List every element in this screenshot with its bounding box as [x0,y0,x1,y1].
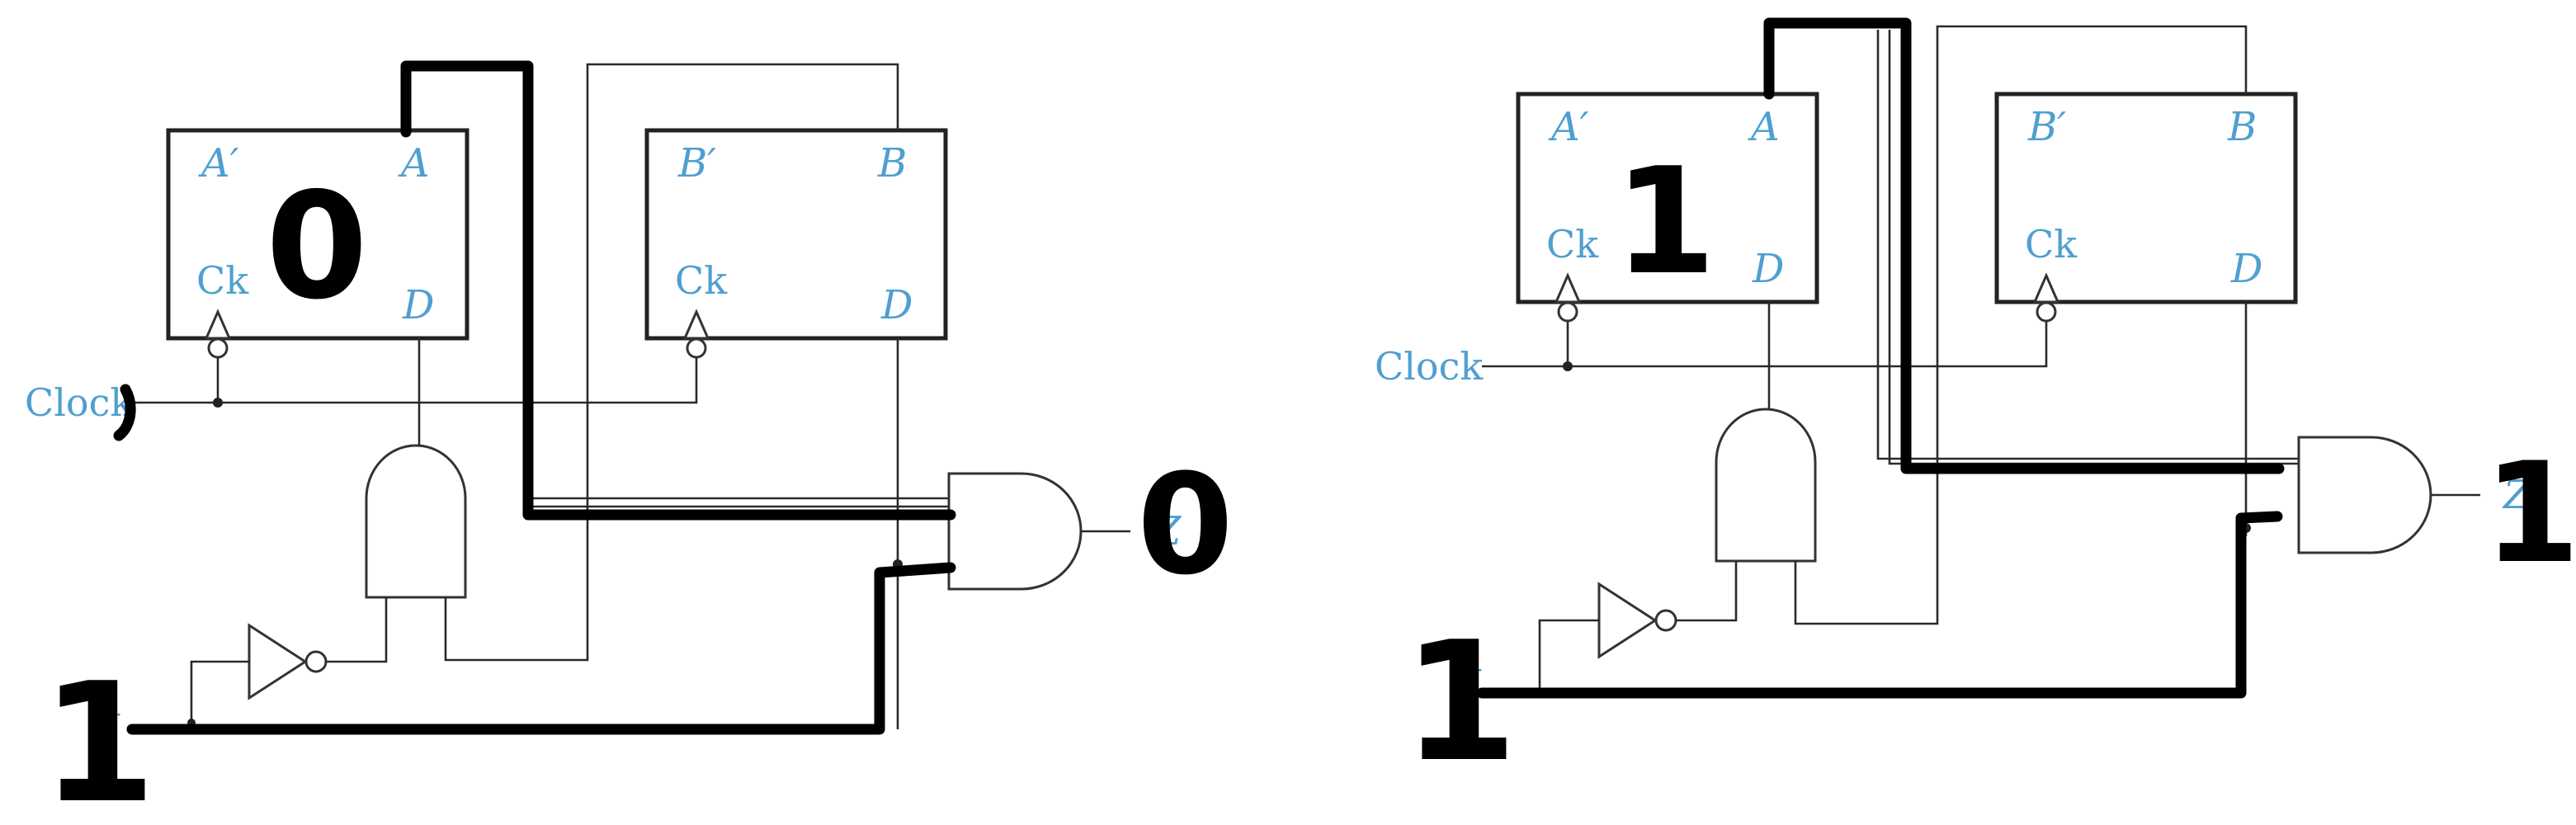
left-ff-a-out-pos: A [398,140,430,186]
left-clock-wire [125,357,698,404]
left-ff-b-clock-bubble [686,337,707,359]
left-inverter [248,623,308,700]
left-ink-a-path [400,60,956,521]
left-ink-x-path [126,562,956,735]
left-wire-x-to-inverter [190,660,249,723]
right-ff-b-clk-label: Ck [2025,222,2078,266]
right-ff-b-box [1994,92,2298,304]
left-wire-inverter-to-and [326,597,388,663]
left-and-gate-z [947,472,1083,591]
right-x-label: X [1449,662,1482,708]
right-ff-a-box [1516,92,1819,304]
left-annotation-x-value: 1 [41,648,156,825]
right-clock-label: Clock [1375,344,1484,389]
right-wire-b-feedback [1794,25,2248,625]
left-ff-a-out-neg: A′ [198,140,239,186]
right-wire-x-to-inverter [1538,619,1599,693]
right-clock-wire [1482,321,2048,368]
right-annotation-x-value: 1 [1403,606,1517,799]
right-ff-a-out-neg: A′ [1548,104,1589,150]
right-ink-x-path [1476,511,2283,699]
left-ff-a-box [166,128,469,341]
left-ink-clock-mark [113,384,136,441]
left-ff-b-clk-label: Ck [675,258,728,303]
left-ff-b-box [644,128,948,341]
left-ff-a-clock-bubble [207,337,229,359]
right-clock-junction [1563,361,1573,371]
left-annotation-z-value: 0 [1137,444,1234,606]
left-inverter-bubble [304,650,328,673]
right-circuit: A′ A Ck D B′ B Ck D Clock [1375,17,2576,799]
left-clock-label: Clock [25,380,134,425]
left-and-gate-d [365,444,467,599]
right-ff-a-clock-triangle [1554,272,1582,304]
right-ff-a-clock-bubble [1557,301,1578,323]
right-inverter [1597,582,1658,659]
right-annotation-a-state: 1 [1614,136,1716,307]
left-ff-a-d-label: D [402,282,434,328]
right-and-gate-d [1715,408,1817,563]
right-z-label: Z [2502,472,2532,518]
right-ff-a-out-pos: A [1748,104,1780,150]
left-circuit: A′ A Ck D B′ B Ck D Clock [25,60,1234,825]
right-inverter-bubble [1654,609,1677,632]
right-annotation-z-value: 1 [2484,432,2576,594]
left-annotation-a-state: 0 [266,161,368,332]
left-ff-a-clock-triangle [204,309,232,340]
right-ff-b-clock-triangle [2032,272,2060,304]
left-z-label: Z [1152,508,1182,554]
right-wire-inverter-to-and [1676,561,1738,622]
right-ff-a-d-label: D [1752,246,1784,292]
left-wire-b-feedback [444,63,899,662]
right-and-gate-z [2297,436,2432,554]
right-ink-a-path [1763,17,2285,474]
right-ff-b-clock-bubble [2036,301,2057,323]
left-ff-b-out-neg: B′ [677,140,716,186]
right-ff-b-out-pos: B [2227,104,2257,150]
right-ff-b-d-label: D [2230,246,2262,292]
right-wire-a-to-z-1 [1876,30,2299,460]
left-clock-junction [213,398,223,408]
left-ff-b-clock-triangle [682,309,710,340]
left-ff-b-d-label: D [880,282,913,328]
left-ff-b-out-pos: B [877,140,907,186]
left-ff-a-clk-label: Ck [196,258,249,303]
right-ff-a-clk-label: Ck [1546,222,1599,266]
right-ff-b-out-neg: B′ [2027,104,2066,150]
left-x-label: X [87,706,120,752]
